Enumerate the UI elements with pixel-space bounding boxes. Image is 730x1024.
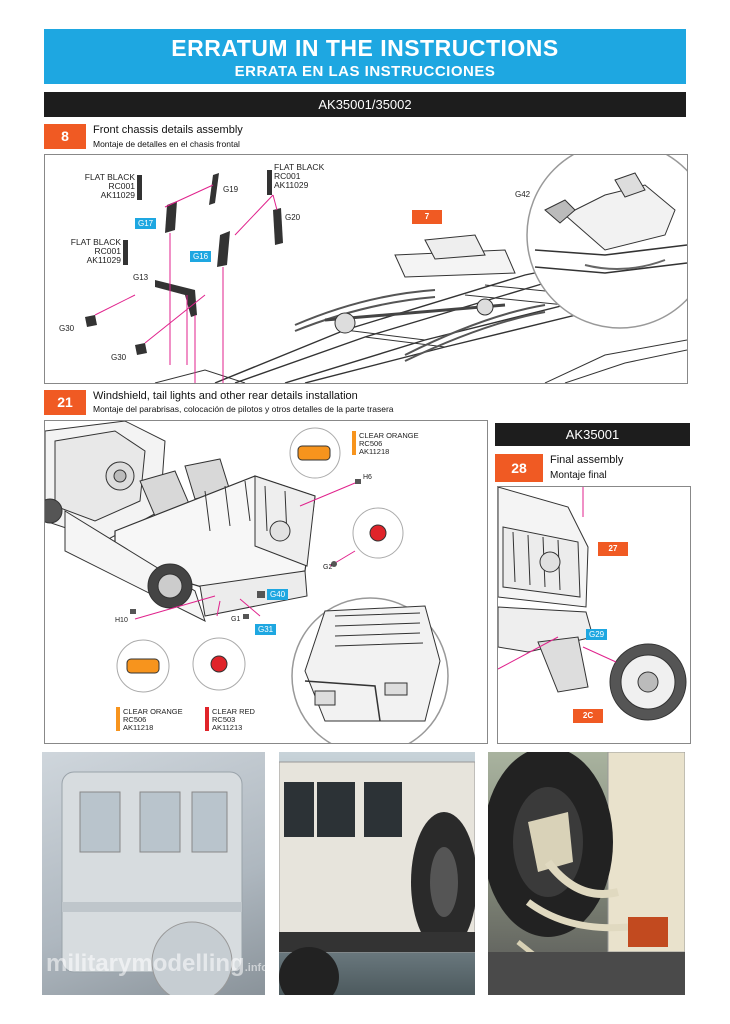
step-8-subtitle: Montaje de detalles en el chasis frontal	[93, 139, 240, 149]
clear-red-swatch	[205, 707, 209, 731]
part-g13	[155, 280, 197, 317]
banner-title: ERRATUM IN THE INSTRUCTIONS	[171, 35, 559, 61]
photo-real-vehicle-rear	[279, 752, 475, 995]
ref-step-27: 27	[598, 542, 628, 556]
step-21-title: Windshield, tail lights and other rear d…	[93, 390, 358, 402]
part-g30-b	[135, 343, 147, 355]
kit-number-bar-2: AK35001	[495, 423, 690, 446]
kit-number-bar: AK35001/35002	[44, 92, 686, 117]
photo-real-spare-wheel-carrier	[488, 752, 685, 995]
tag-g40: G40	[267, 589, 289, 600]
tag-g31: G31	[255, 624, 277, 635]
label-g30-a: G30	[59, 324, 75, 333]
ref-step-7: 7	[412, 210, 442, 224]
orange-light-left	[126, 658, 160, 674]
part-g2	[331, 561, 337, 567]
tag-g17: G17	[135, 218, 157, 229]
label-g13: G13	[133, 273, 149, 282]
part-h6	[355, 479, 361, 484]
label-g1: G1	[231, 616, 241, 623]
paint-swatch-1	[137, 175, 142, 200]
red-light-left	[210, 655, 228, 673]
label-h10: H10	[115, 617, 128, 624]
ref-step-2c: 2C	[573, 709, 603, 723]
label-g42: G42	[515, 190, 531, 199]
photo-model-rear-grey: militarymodelling.info	[42, 752, 265, 995]
paint-swatch-3	[123, 240, 128, 265]
step-28-number: 28	[495, 454, 543, 482]
watermark: militarymodelling.info	[46, 950, 265, 977]
part-g17	[165, 201, 177, 233]
label-g19: G19	[223, 185, 239, 194]
part-g1	[243, 614, 249, 619]
step-28-title: Final assembly	[550, 454, 624, 466]
orange-light-top	[297, 445, 331, 461]
banner-subtitle: ERRATA EN LAS INSTRUCCIONES	[234, 63, 496, 80]
tag-g29: G29	[586, 629, 608, 640]
rear-body-drawing	[45, 421, 449, 743]
label-g30-b: G30	[111, 353, 127, 362]
red-light-right	[369, 524, 387, 542]
label-g2: G2	[323, 564, 333, 571]
part-g20	[273, 208, 283, 245]
step-8-number: 8	[44, 124, 86, 149]
part-g19	[209, 173, 219, 205]
erratum-banner: ERRATUM IN THE INSTRUCTIONS ERRATA EN LA…	[44, 29, 686, 84]
tag-g16: G16	[190, 251, 212, 262]
label-h6: H6	[363, 474, 372, 481]
step-8-title: Front chassis details assembly	[93, 124, 243, 136]
label-g20: G20	[285, 213, 301, 222]
part-g16	[217, 231, 230, 267]
chassis-drawing	[85, 155, 687, 383]
step-21-subtitle: Montaje del parabrisas, colocación de pi…	[93, 404, 394, 414]
step-28-diagram: 27 2C G29	[497, 486, 691, 744]
clear-orange-swatch-left	[116, 707, 120, 731]
final-assembly-drawing	[498, 487, 687, 721]
paint-swatch-2	[267, 170, 272, 195]
clear-orange-swatch-top	[352, 431, 356, 455]
part-g40	[257, 591, 265, 598]
part-h10	[130, 609, 136, 614]
part-g30-a	[85, 315, 97, 327]
step-21-number: 21	[44, 390, 86, 415]
step-28-subtitle: Montaje final	[550, 470, 607, 481]
